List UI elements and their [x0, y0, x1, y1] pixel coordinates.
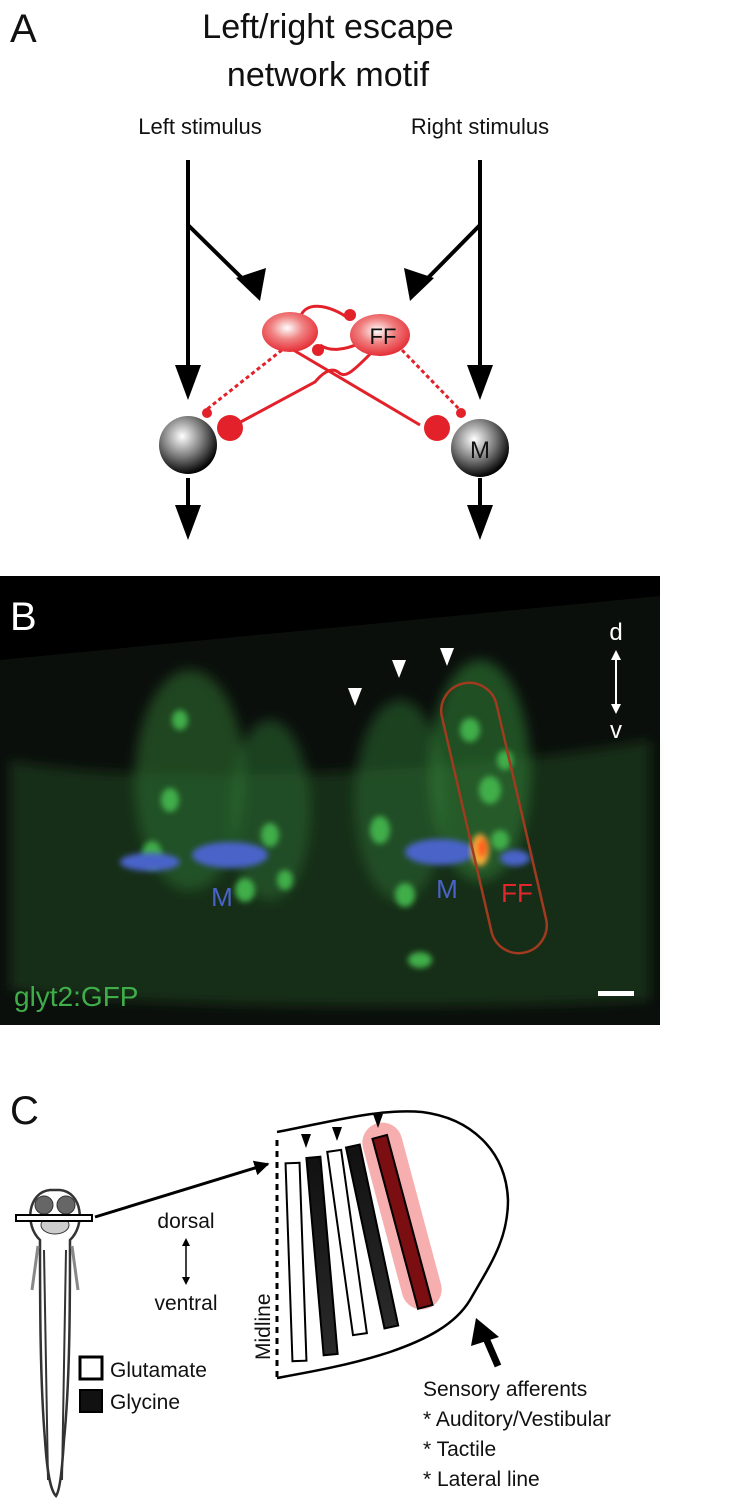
synaptic-terminals: [202, 309, 466, 441]
larva-icon: [29, 1188, 81, 1498]
axis-ventral-letter: v: [610, 717, 622, 744]
ff-glycine-stripe: [371, 1133, 434, 1311]
section-pointer-arrow: [94, 1160, 270, 1219]
mauthner-cell-right: [451, 419, 509, 477]
dorsal-label: dorsal: [157, 1210, 214, 1233]
legend-glutamate-swatch: [78, 1355, 104, 1381]
panel-c: C dorsal ventral Midline: [10, 1089, 611, 1498]
afferent-item-1: * Auditory/Vestibular: [423, 1408, 611, 1431]
mauthner-cells-blue: [120, 839, 530, 871]
scale-bar: [598, 991, 634, 996]
panel-a-letter: A: [10, 7, 37, 51]
midline-label: Midline: [252, 1293, 275, 1360]
right-stimulus-label: Right stimulus: [411, 114, 549, 139]
left-stimulus-label: Left stimulus: [138, 114, 262, 139]
legend-glycine-swatch: [79, 1389, 103, 1413]
dv-small-arrow: [182, 1238, 190, 1285]
mauthner-right-label: M: [436, 874, 458, 904]
afferent-arrow: [471, 1318, 502, 1368]
panel-a-title-line2: network motif: [227, 56, 430, 94]
ff-connections: [205, 304, 462, 427]
panel-b-letter: B: [10, 595, 37, 639]
legend-glycine-label: Glycine: [110, 1391, 180, 1414]
panel-a: A Left/right escape network motif Left s…: [10, 7, 549, 540]
mauthner-label: M: [470, 437, 490, 464]
afferent-item-3: * Lateral line: [423, 1468, 540, 1491]
mauthner-cell-left: [159, 416, 217, 474]
arrowheads: [175, 268, 493, 540]
ff-micrograph-label: FF: [501, 878, 533, 908]
ff-neuron-label: FF: [370, 324, 397, 349]
stripe-arrowheads: [301, 1114, 383, 1148]
mauthner-left-label: M: [211, 882, 233, 912]
ff-stripe-outline: [440, 681, 548, 955]
ff-neuron-right: [350, 314, 410, 356]
stain-label: glyt2:GFP: [14, 981, 138, 1012]
legend-glutamate-label: Glutamate: [110, 1359, 207, 1382]
stimulus-arrows: [186, 160, 482, 510]
ff-neuron-left: [262, 312, 318, 352]
afferent-item-2: * Tactile: [423, 1438, 496, 1461]
afferents-title: Sensory afferents: [423, 1378, 587, 1401]
panel-c-letter: C: [10, 1089, 39, 1133]
arrowhead-left-diagonal: [236, 268, 266, 301]
dv-axis-arrow: [611, 650, 621, 714]
axis-dorsal-letter: d: [609, 619, 622, 646]
panel-b: d v M M FF glyt2:GFP B: [0, 576, 660, 1025]
arrowhead-right-diagonal: [404, 268, 434, 301]
neurotransmitter-stripes: [284, 1143, 400, 1363]
ventral-label: ventral: [154, 1292, 217, 1315]
micrograph-dark-wedge: [0, 576, 660, 660]
white-arrowheads: [348, 648, 454, 706]
section-plane-marker: [15, 1214, 93, 1222]
hindbrain-outline: [276, 1110, 510, 1380]
panel-a-title-line1: Left/right escape: [202, 8, 453, 46]
